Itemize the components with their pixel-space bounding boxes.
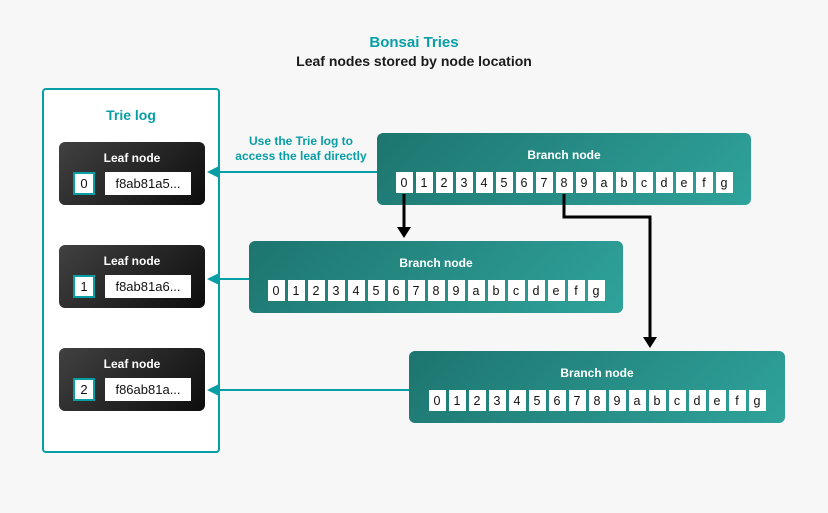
arrowhead-down-icon xyxy=(397,227,411,238)
branch-cell: 7 xyxy=(568,390,586,411)
branch-cell: 8 xyxy=(427,280,445,301)
leaf-node-label: Leaf node xyxy=(103,254,161,268)
leaf-index-cell: 2 xyxy=(73,378,95,401)
branch-cell: c xyxy=(635,172,653,193)
branch-cell: 4 xyxy=(508,390,526,411)
branch-cell: f xyxy=(728,390,746,411)
branch-node-label: Branch node xyxy=(560,366,634,380)
branch-cell: a xyxy=(467,280,485,301)
branch-cell: e xyxy=(675,172,693,193)
arrowhead-down-icon xyxy=(643,337,657,348)
leaf-node-1: Leaf node 1 f8ab81a6... xyxy=(59,245,205,308)
branch-cell: c xyxy=(668,390,686,411)
branch-cell: f xyxy=(567,280,585,301)
branch-cell: 6 xyxy=(548,390,566,411)
trie-log-annotation: Use the Trie log to access the leaf dire… xyxy=(235,134,367,163)
branch-cell: 9 xyxy=(575,172,593,193)
branch-cell: 3 xyxy=(327,280,345,301)
leaf-index-cell: 0 xyxy=(73,172,95,195)
branch-cell: b xyxy=(615,172,633,193)
leaf-node-label: Leaf node xyxy=(103,151,161,165)
leaf-hash-value: f8ab81a5... xyxy=(105,172,191,195)
branch-cell: 9 xyxy=(608,390,626,411)
branch-cell: g xyxy=(748,390,766,411)
leaf-node-label: Leaf node xyxy=(103,357,161,371)
branch-cell: 8 xyxy=(588,390,606,411)
branch-cell: b xyxy=(487,280,505,301)
branch-cell: 5 xyxy=(528,390,546,411)
branch-cell: a xyxy=(628,390,646,411)
branch-cell: 6 xyxy=(387,280,405,301)
branch-cell: 2 xyxy=(307,280,325,301)
branch-cell: 5 xyxy=(367,280,385,301)
branch-cell: g xyxy=(587,280,605,301)
branch-cell: 1 xyxy=(415,172,433,193)
leaf-node-2: Leaf node 2 f86ab81a... xyxy=(59,348,205,411)
branch-cell: 2 xyxy=(435,172,453,193)
branch-cell: 0 xyxy=(428,390,446,411)
branch-cell: 3 xyxy=(488,390,506,411)
branch-cell: d xyxy=(688,390,706,411)
branch-cell: g xyxy=(715,172,733,193)
branch-cell: 9 xyxy=(447,280,465,301)
branch-cell: c xyxy=(507,280,525,301)
branch-cell: 7 xyxy=(535,172,553,193)
page-subtitle: Leaf nodes stored by node location xyxy=(296,53,532,69)
branch-cell: d xyxy=(655,172,673,193)
branch-cell: e xyxy=(547,280,565,301)
branch-cell: 6 xyxy=(515,172,533,193)
branch-cell: 4 xyxy=(475,172,493,193)
trie-log-title: Trie log xyxy=(106,107,156,123)
leaf-node-0: Leaf node 0 f8ab81a5... xyxy=(59,142,205,205)
page-title: Bonsai Tries xyxy=(369,34,459,51)
branch-cell: a xyxy=(595,172,613,193)
branch-cell: 2 xyxy=(468,390,486,411)
leaf-index-cell: 1 xyxy=(73,275,95,298)
branch-cell: 8 xyxy=(555,172,573,193)
branch-cell: 1 xyxy=(448,390,466,411)
branch-node-label: Branch node xyxy=(527,148,601,162)
branch-cell: d xyxy=(527,280,545,301)
branch-cell: b xyxy=(648,390,666,411)
branch-cell: 4 xyxy=(347,280,365,301)
leaf-hash-value: f8ab81a6... xyxy=(105,275,191,298)
leaf-hash-value: f86ab81a... xyxy=(105,378,191,401)
branch-node-label: Branch node xyxy=(399,256,473,270)
branch-cell: e xyxy=(708,390,726,411)
branch-cell: 0 xyxy=(267,280,285,301)
branch-cell: f xyxy=(695,172,713,193)
branch-cell: 1 xyxy=(287,280,305,301)
branch-cell: 3 xyxy=(455,172,473,193)
branch-cell: 7 xyxy=(407,280,425,301)
branch-cell: 0 xyxy=(395,172,413,193)
branch-cell: 5 xyxy=(495,172,513,193)
